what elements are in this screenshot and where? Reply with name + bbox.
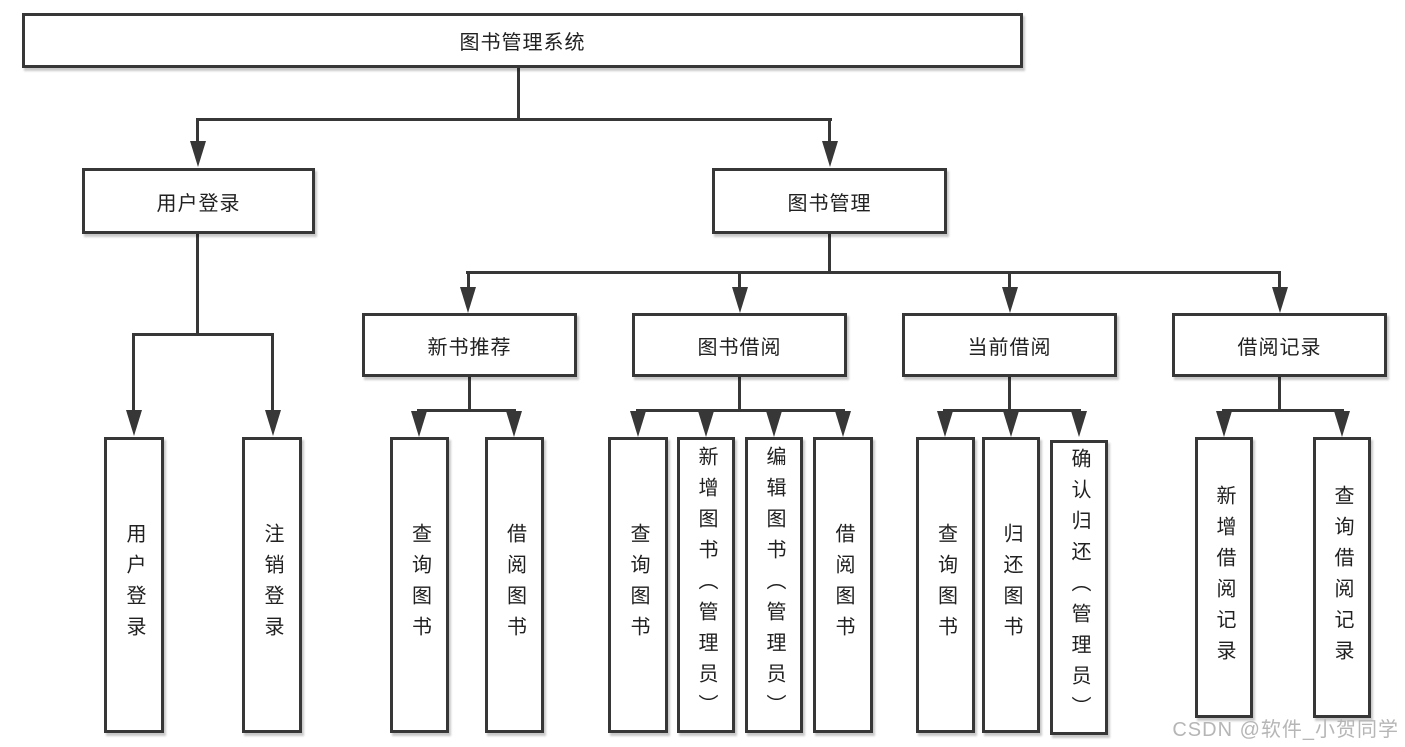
connector [1222, 409, 1344, 412]
arrow-down-icon [1334, 411, 1350, 437]
leaf-query-books: 查询图书 [390, 437, 449, 733]
connector [828, 118, 831, 145]
arrow-down-icon [1002, 287, 1018, 313]
connector [1278, 271, 1281, 289]
connector [1008, 271, 1011, 289]
arrow-down-icon [1272, 287, 1288, 313]
node-borrowing-records: 借阅记录 [1172, 313, 1387, 377]
connector [636, 409, 845, 412]
leaf-label: 新增借阅记录 [1213, 484, 1235, 671]
watermark: CSDN @软件_小贺同学 [1172, 719, 1399, 741]
arrow-down-icon [766, 411, 782, 437]
connector [467, 271, 470, 289]
leaf-label: 查询图书 [408, 523, 431, 647]
leaf-logout: 注销登录 [242, 437, 302, 733]
arrow-down-icon [835, 411, 851, 437]
node-user-login: 用户登录 [82, 168, 315, 234]
leaf-confirm-return-admin: 确认归还（管理员） [1050, 440, 1108, 735]
connector [271, 333, 274, 412]
arrow-down-icon [822, 141, 838, 167]
node-book-management: 图书管理 [712, 168, 947, 234]
arrow-down-icon [126, 410, 142, 436]
arrow-down-icon [265, 410, 281, 436]
leaf-label: 查询图书 [627, 523, 649, 647]
connector [738, 377, 741, 412]
leaf-label: 借阅图书 [503, 523, 526, 647]
connector [828, 234, 831, 274]
connector [417, 409, 516, 412]
leaf-borrow-books: 借阅图书 [485, 437, 544, 733]
connector [517, 68, 520, 120]
node-new-book-recommendation: 新书推荐 [362, 313, 577, 377]
connector [196, 118, 199, 145]
connector [132, 333, 274, 336]
arrow-down-icon [630, 411, 646, 437]
leaf-edit-book-admin: 编辑图书（管理员） [745, 437, 803, 733]
leaf-label: 查询借阅记录 [1331, 484, 1353, 671]
leaf-query-books: 查询图书 [608, 437, 668, 733]
arrow-down-icon [732, 287, 748, 313]
leaf-label: 用户登录 [123, 523, 145, 647]
leaf-add-book-admin: 新增图书（管理员） [677, 437, 735, 733]
leaf-return-books: 归还图书 [982, 437, 1040, 733]
arrow-down-icon [506, 411, 522, 437]
connector [1008, 377, 1011, 412]
arrow-down-icon [1071, 411, 1087, 437]
arrow-down-icon [190, 141, 206, 167]
leaf-borrow-books: 借阅图书 [813, 437, 873, 733]
arrow-down-icon [411, 411, 427, 437]
leaf-label: 注销登录 [261, 523, 283, 647]
leaf-label: 借阅图书 [832, 523, 854, 647]
arrow-down-icon [698, 411, 714, 437]
arrow-down-icon [1216, 411, 1232, 437]
arrow-down-icon [1003, 411, 1019, 437]
leaf-label: 确认归还（管理员） [1068, 448, 1090, 727]
connector [132, 333, 135, 412]
arrow-down-icon [460, 287, 476, 313]
connector [466, 271, 1281, 274]
leaf-label: 归还图书 [1000, 523, 1022, 647]
leaf-query-books: 查询图书 [916, 437, 975, 733]
connector [196, 118, 832, 121]
leaf-user-login: 用户登录 [104, 437, 164, 733]
connector [1278, 377, 1281, 412]
connector [196, 234, 199, 336]
node-current-borrowing: 当前借阅 [902, 313, 1117, 377]
leaf-label: 新增图书（管理员） [695, 445, 717, 725]
node-book-borrowing: 图书借阅 [632, 313, 847, 377]
connector [943, 409, 1081, 412]
node-library-management-system: 图书管理系统 [22, 13, 1023, 68]
connector [468, 377, 471, 412]
leaf-label: 查询图书 [934, 523, 957, 647]
leaf-query-borrow-record: 查询借阅记录 [1313, 437, 1371, 718]
leaf-label: 编辑图书（管理员） [763, 445, 785, 725]
connector [738, 271, 741, 289]
arrow-down-icon [937, 411, 953, 437]
leaf-add-borrow-record: 新增借阅记录 [1195, 437, 1253, 718]
